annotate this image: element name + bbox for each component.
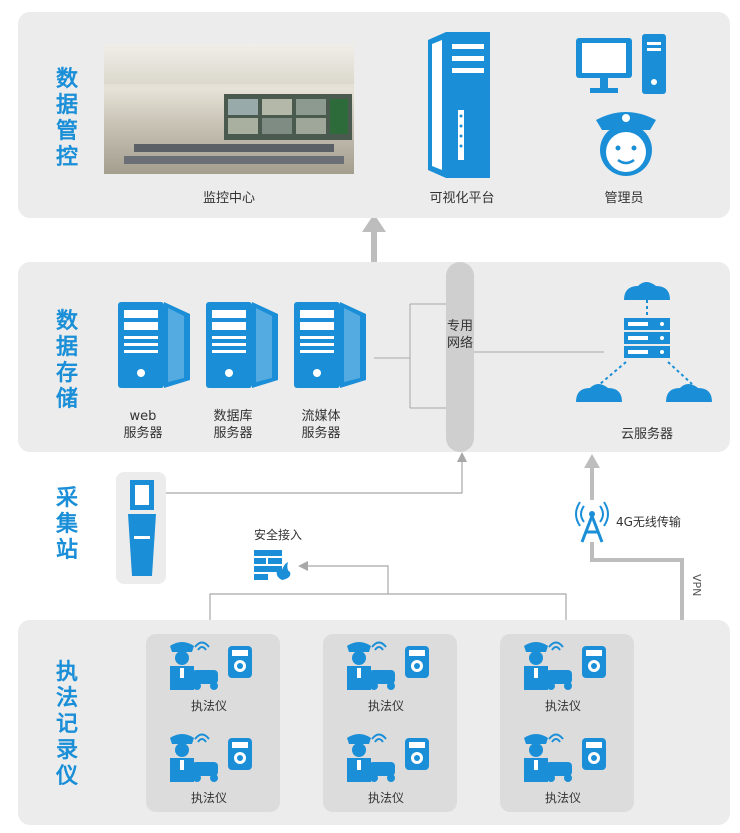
management-panel: 数据管控 监控中心 可视化平台	[18, 12, 730, 218]
upload-arrowhead-main	[362, 214, 386, 232]
recorder-device-label: 执法仪	[190, 791, 227, 805]
recorder-device-icon	[341, 730, 441, 788]
recorder-device-label: 执法仪	[544, 791, 581, 805]
web-server-icon	[118, 302, 190, 388]
recorder-device-label: 执法仪	[544, 699, 581, 713]
storage-title: 数据存储	[55, 309, 78, 412]
private-network-label: 专用网络	[446, 319, 473, 351]
media-server-icon	[294, 302, 366, 388]
web-server-label: web 服务器	[123, 409, 163, 441]
recorder-group-2	[323, 634, 457, 812]
db-server-label: 数据库 服务器	[213, 409, 253, 441]
recorder-device-icon	[518, 730, 618, 788]
recorder-device-icon	[518, 638, 618, 696]
admin-icon	[576, 34, 666, 176]
media-server-label: 流媒体 服务器	[301, 409, 341, 441]
recorder-device-icon	[164, 730, 264, 788]
admin-label: 管理员	[604, 191, 644, 206]
server-tower-icon	[428, 32, 490, 178]
management-title: 数据管控	[55, 67, 78, 170]
vpn-label: VPN	[690, 574, 703, 597]
cloud-server-icon	[576, 282, 712, 402]
recorder-device-label: 执法仪	[190, 699, 227, 713]
storage-panel: 数据存储 web 服务器 数据库 服务器 流媒体 服务器	[18, 262, 730, 452]
cloud-server-label: 云服务器	[620, 427, 673, 442]
private-network-bar	[446, 262, 474, 452]
recorder-panel: 执法记录仪	[18, 620, 730, 825]
cloud-icon	[576, 384, 622, 402]
recorder-device-label: 执法仪	[367, 699, 404, 713]
cloud-icon	[666, 384, 712, 402]
signal-tower-icon	[575, 501, 609, 543]
recorder-group-3	[500, 634, 634, 812]
flame-icon	[276, 562, 291, 580]
db-server-icon	[206, 302, 278, 388]
recorder-device-label: 执法仪	[367, 791, 404, 805]
recorder-device-icon	[341, 638, 441, 696]
wireless-label: 4G无线传输	[616, 515, 681, 529]
firewall-icon	[254, 550, 291, 580]
cloud-icon	[624, 282, 670, 300]
station-title: 采集站	[55, 486, 78, 563]
recorder-group-1	[146, 634, 280, 812]
secure-access-label: 安全接入	[253, 528, 302, 542]
monitor-center-photo	[104, 44, 354, 174]
visual-platform-label: 可视化平台	[429, 191, 495, 206]
kiosk-icon	[128, 480, 156, 576]
recorder-device-icon	[164, 638, 264, 696]
video-wall	[224, 94, 352, 140]
recorder-title: 执法记录仪	[55, 660, 78, 789]
monitor-center-label: 监控中心	[202, 191, 255, 206]
